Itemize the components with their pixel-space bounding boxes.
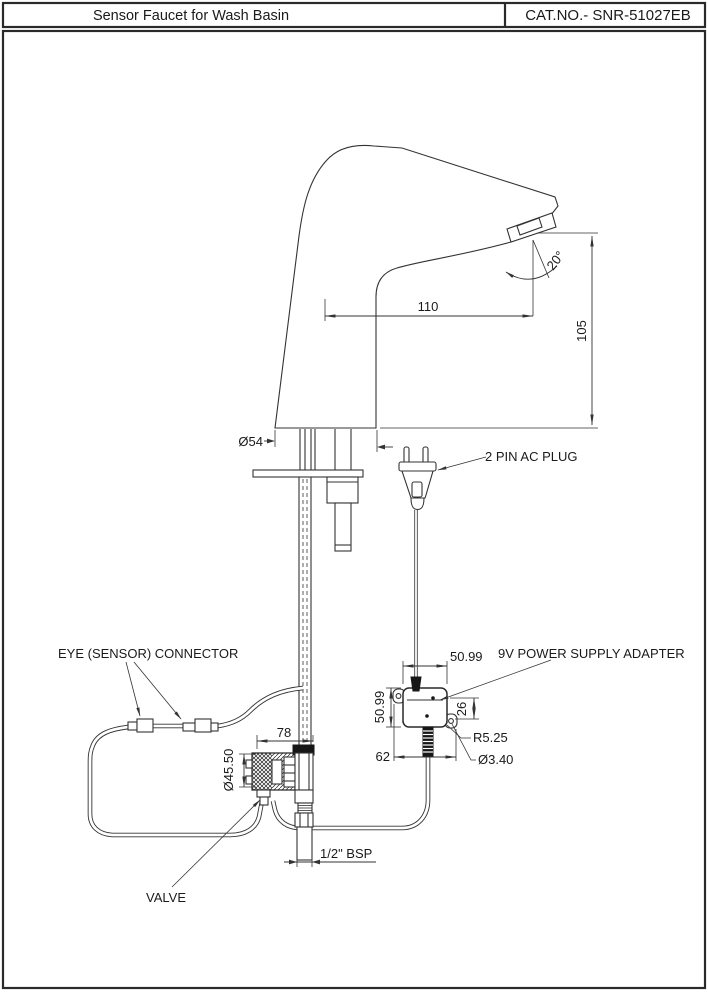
dimension-adapter-corner-radius: R5.25 [446, 724, 508, 745]
dimension-valve-diameter: Ø45.50 [221, 749, 256, 792]
inlet-pipe [294, 789, 314, 861]
dimension-spout-reach: 110 [324, 299, 534, 321]
mounting-shank [252, 429, 364, 552]
label-power-adapter: 9V POWER SUPPLY ADAPTER [498, 646, 685, 661]
mounting-flange [252, 469, 364, 478]
power-adapter [392, 676, 458, 758]
aerator [506, 212, 557, 243]
ac-plug [398, 446, 437, 511]
label-plug-group: 2 PIN AC PLUG [437, 449, 577, 471]
dimension-adapter-width: 50.99 [402, 649, 483, 684]
dimension-adapter-hole: Ø3.40 [451, 723, 513, 767]
dim-adapter-hole: Ø3.40 [478, 752, 513, 767]
valve-cable-plug [256, 789, 271, 806]
dimension-body-diameter: Ø54 [238, 430, 393, 452]
inline-connector-pin [182, 722, 196, 732]
dimension-adapter-mount-span: 62 [376, 704, 457, 764]
dim-adapter-mount-span: 62 [376, 749, 390, 764]
dim-adapter-width: 50.99 [450, 649, 483, 664]
dim-spout-angle: 20° [544, 248, 568, 273]
label-eye-sensor-connector: EYE (SENSOR) CONNECTOR [58, 646, 238, 661]
title-bar: Sensor Faucet for Wash Basin CAT.NO.- SN… [93, 7, 691, 24]
eye-sensor-connector [127, 718, 219, 733]
dimension-adapter-height: 50.99 [372, 687, 401, 728]
solenoid-valve [245, 744, 315, 861]
label-eye-connector-group: EYE (SENSOR) CONNECTOR [58, 646, 238, 720]
fixing-stud [334, 502, 352, 552]
adapter-output-cable [270, 757, 431, 831]
label-valve-group: VALVE [146, 799, 261, 905]
catalog-number: CAT.NO.- SNR-51027EB [525, 7, 691, 24]
sensor-cable-link [153, 685, 304, 729]
dim-inlet-thread: 1/2" BSP [320, 846, 372, 861]
inline-connector-body [194, 718, 212, 733]
dim-adapter-height: 50.99 [372, 691, 387, 724]
dim-body-diameter: Ø54 [238, 434, 263, 449]
sensor-supply-tube [298, 477, 312, 746]
dim-valve-width: 78 [277, 725, 291, 740]
label-valve: VALVE [146, 890, 186, 905]
dim-valve-diameter: Ø45.50 [221, 749, 236, 792]
dimension-inlet-thread: 1/2" BSP [284, 846, 376, 867]
dim-spout-reach: 110 [418, 299, 439, 314]
adapter-cable-boot [422, 726, 434, 758]
adapter-strain-relief [410, 676, 422, 692]
dim-adapter-corner-radius: R5.25 [473, 730, 508, 745]
dim-adapter-port: 26 [454, 702, 469, 716]
faucet-body [274, 144, 559, 429]
dim-spout-height: 105 [574, 320, 589, 342]
drawing-title: Sensor Faucet for Wash Basin [93, 8, 289, 24]
dimension-valve-width: 78 [256, 725, 314, 749]
dimension-spout-angle: 20° [505, 239, 568, 316]
label-ac-plug: 2 PIN AC PLUG [485, 449, 577, 464]
dimension-spout-height: 105 [380, 232, 598, 429]
sensor-cable-loop [87, 724, 265, 838]
dimension-adapter-port: 26 [450, 697, 479, 720]
label-adapter-group: 9V POWER SUPPLY ADAPTER [439, 646, 685, 701]
